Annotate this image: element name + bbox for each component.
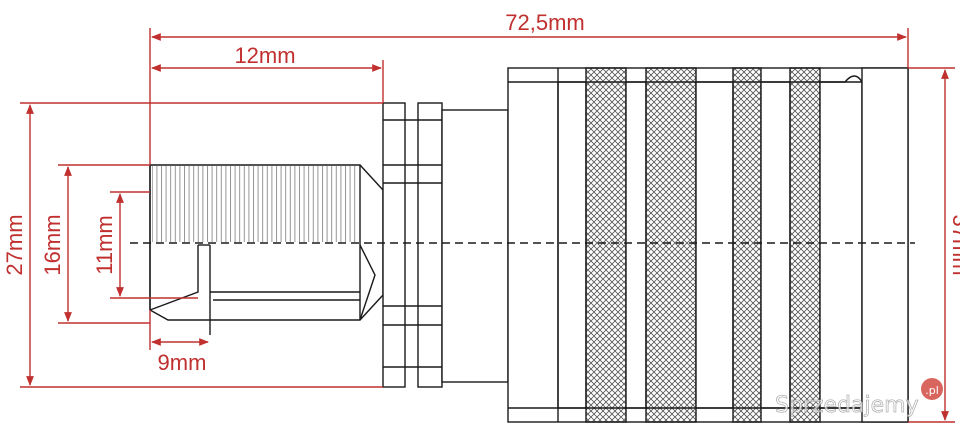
dimension-lines	[20, 28, 955, 423]
dim-thread-diameter: 16mm	[40, 214, 65, 275]
dim-total-length: 72,5mm	[505, 10, 584, 35]
threaded-section	[149, 164, 384, 335]
watermark: Sprzedajemy .pl	[775, 378, 943, 418]
watermark-badge-icon	[921, 378, 943, 400]
watermark-suffix: .pl	[925, 384, 939, 397]
connector-body	[149, 67, 909, 423]
dim-bore-depth: 9mm	[158, 350, 207, 375]
dim-bore-diameter: 11mm	[92, 215, 117, 275]
dim-outer-diameter: 37mm	[948, 214, 960, 275]
dim-thread-length: 12mm	[234, 43, 295, 68]
flange-nut	[382, 102, 509, 388]
watermark-text: Sprzedajemy	[775, 393, 919, 418]
dim-flange-diameter: 27mm	[2, 214, 27, 275]
knurled-body	[507, 67, 909, 423]
